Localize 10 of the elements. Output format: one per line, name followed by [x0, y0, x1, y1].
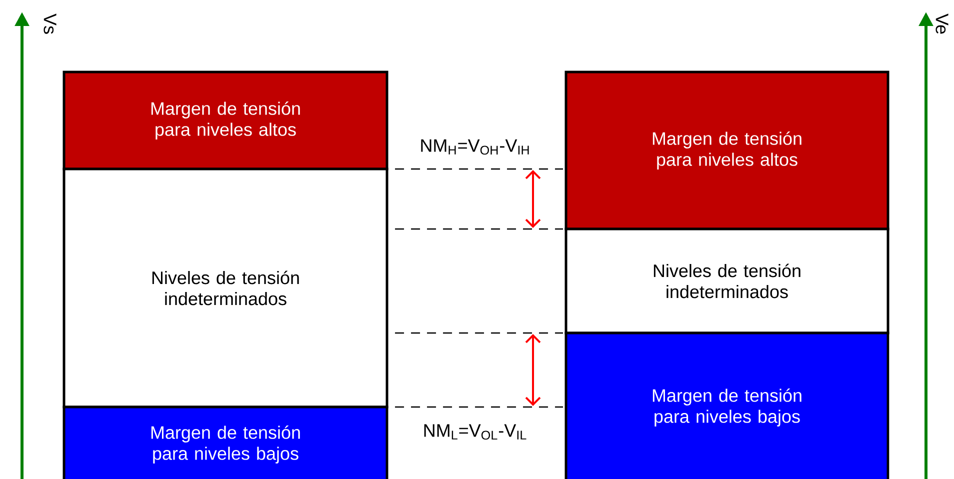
- noise-margin-label: NM$_{L}$=V$_{OL}$-V$_{IL}$: [424, 424, 526, 440]
- axis-label: Ve: [936, 14, 948, 34]
- high-margin-box: Margen de tensión para niveles altos: [564, 70, 890, 230]
- undefined-level-box: Niveles de tensión indeterminados: [62, 168, 388, 408]
- axis-label: Vs: [44, 14, 56, 34]
- undefined-level-box: Niveles de tensión indeterminados: [564, 228, 890, 334]
- noise-margin-label: NM$_{H}$=V$_{OH}$-V$_{IH}$: [421, 139, 529, 155]
- low-margin-box: Margen de tensión para niveles bajos: [62, 406, 388, 479]
- high-margin-box: Margen de tensión para niveles altos: [62, 70, 388, 170]
- low-margin-box: Margen de tensión para niveles bajos: [564, 332, 890, 479]
